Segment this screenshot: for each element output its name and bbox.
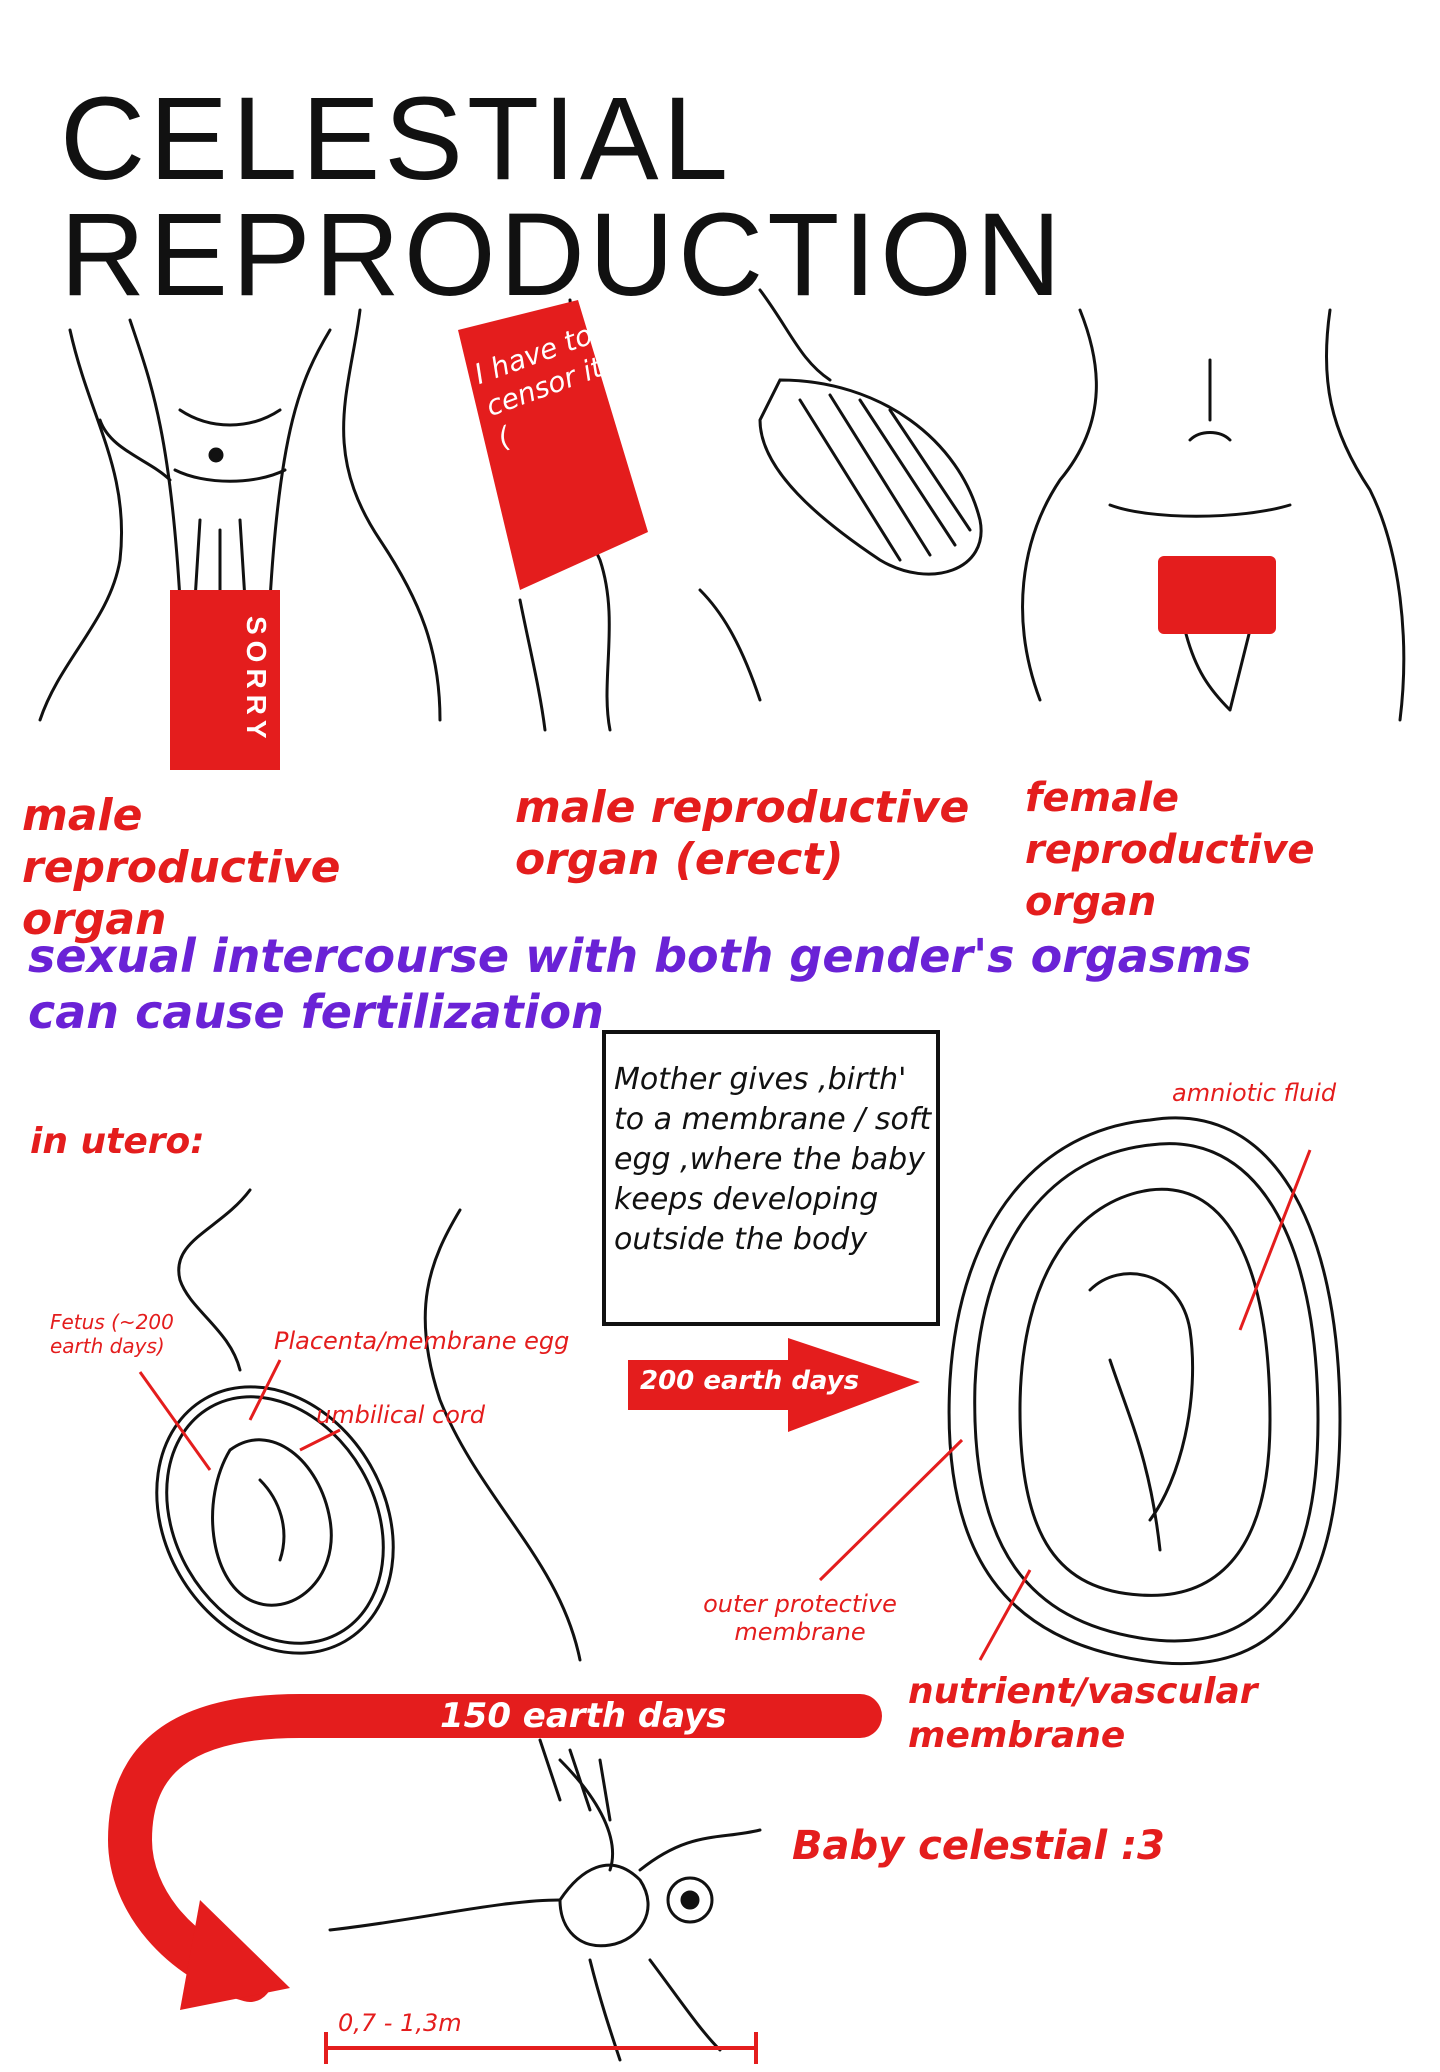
- title-line-1: CELESTIAL: [60, 73, 733, 205]
- label-fetus: Fetus (~200 earth days): [50, 1310, 174, 1358]
- caption-male-organ: male reproductive organ: [22, 790, 341, 945]
- leader-placenta: [248, 1359, 282, 1421]
- male-torso-drawing: [38, 308, 442, 722]
- title-line-2: REPRODUCTION: [60, 189, 1066, 321]
- label-baby-celestial: Baby celestial :3: [792, 1823, 1165, 1869]
- arrow-200-shape: [628, 1338, 920, 1432]
- label-placenta: Placenta/membrane egg: [274, 1327, 570, 1355]
- egg-drawing: [947, 1116, 1342, 1665]
- in-utero-label: in utero:: [30, 1121, 205, 1162]
- leader-umbilical: [299, 1428, 341, 1452]
- womb-drawing: [155, 1188, 582, 1662]
- arrow-150-head: [180, 1900, 290, 2010]
- caption-female-organ: female reproductive organ: [1025, 775, 1315, 925]
- size-scale-label: 0,7 - 1,3m: [338, 2009, 462, 2037]
- arrow-150-label: 150 earth days: [440, 1696, 727, 1736]
- censor-block-erect: [458, 300, 648, 590]
- leader-nutrient: [978, 1569, 1032, 1661]
- leader-fetus: [138, 1371, 212, 1471]
- censor-block-sorry: [170, 590, 280, 770]
- censor-sorry-label: SORRY: [241, 615, 272, 745]
- censor-block-female: [1158, 556, 1276, 634]
- baby-celestial-drawing: [328, 1738, 762, 2062]
- birth-box-border: [602, 1030, 940, 1326]
- fertilization-note: sexual intercourse with both gender's or…: [28, 929, 1252, 1039]
- label-amniotic: amniotic fluid: [1172, 1079, 1337, 1107]
- leader-outer: [818, 1438, 964, 1582]
- female-drawing: [1021, 308, 1406, 722]
- caption-male-erect: male reproductive organ (erect): [515, 782, 970, 885]
- leader-amniotic: [1238, 1149, 1312, 1331]
- birth-box-text: Mother gives ,birth' to a membrane / sof…: [614, 1062, 932, 1257]
- label-umbilical: umbilical cord: [316, 1401, 486, 1429]
- label-outer-membrane: outer protective membrane: [703, 1590, 897, 1646]
- label-nutrient-membrane: nutrient/vascular membrane: [908, 1671, 1258, 1756]
- arrow-150-shape: [107, 1694, 882, 2002]
- arrow-200-label: 200 earth days: [640, 1366, 860, 1396]
